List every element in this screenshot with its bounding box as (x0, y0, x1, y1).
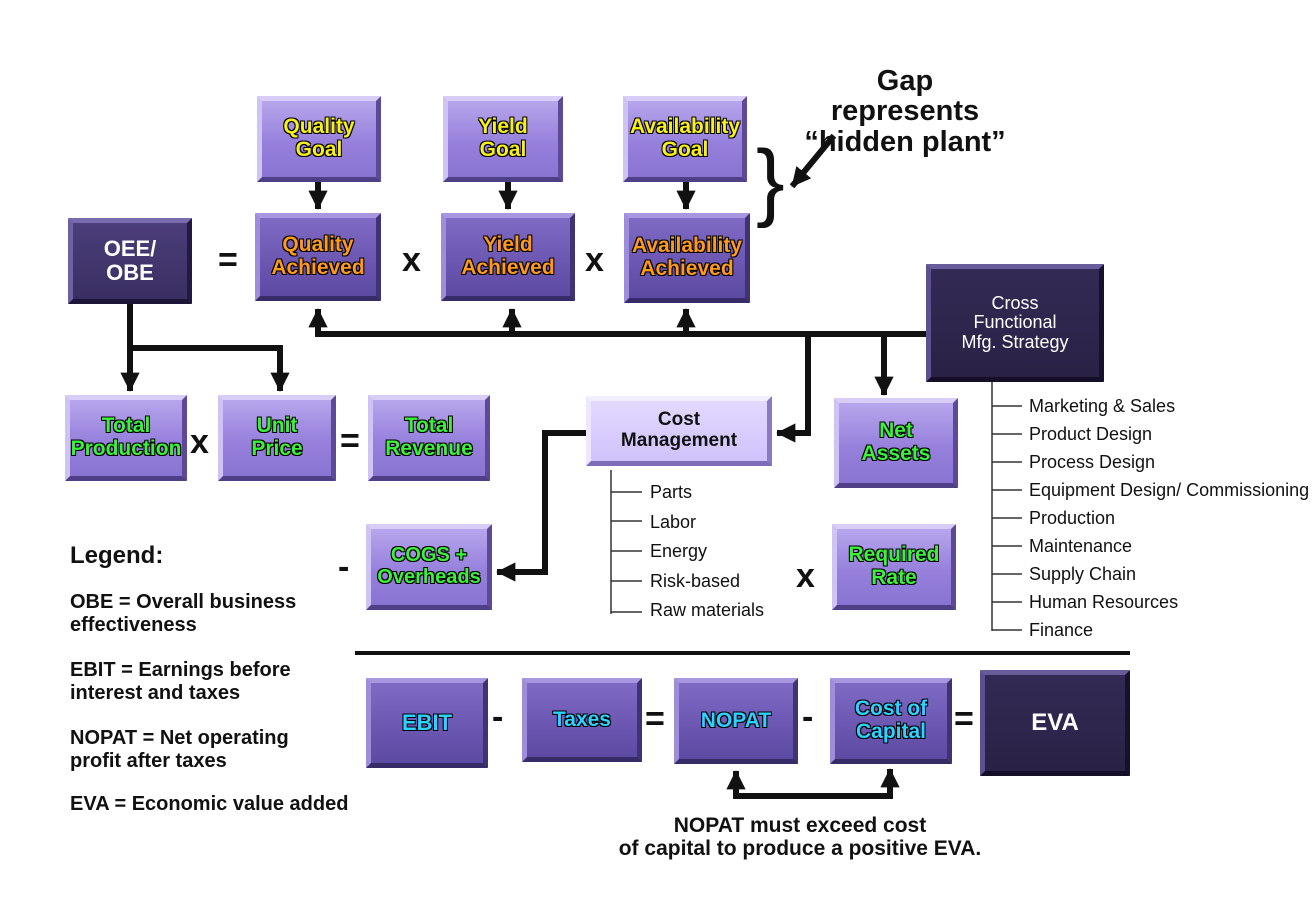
list-item: Marketing & Sales (1029, 396, 1176, 416)
list-item: Equipment Design/ Commissioning (1029, 480, 1310, 500)
arrow-to-cogs (496, 430, 591, 582)
nopat-box: NOPAT (674, 678, 798, 764)
bracket-nopat-cost-of-capital-left (726, 770, 893, 799)
list-item: Process Design (1029, 452, 1156, 472)
strategy-items-list: Marketing & Sales Product Design Process… (1029, 392, 1309, 644)
legend-item: NOPAT = Net operating profit after taxes (70, 727, 289, 772)
legend-item: OBE = Overall business effectiveness (70, 591, 297, 636)
times-operator: x (190, 423, 209, 461)
arrow-to-unit-price (127, 345, 290, 392)
gap-brace: } (756, 133, 785, 229)
cost-items-list: Parts Labor Energy Risk-based Raw materi… (650, 478, 764, 626)
legend-item: EBIT = Earnings before interest and taxe… (70, 659, 291, 704)
list-item: Labor (650, 511, 697, 532)
eva-box: EVA (980, 670, 1130, 776)
cost-of-capital-box: Cost of Capital (830, 678, 952, 764)
list-item: Product Design (1029, 424, 1153, 444)
times-operator: x (796, 557, 815, 595)
times-operator: x (585, 241, 604, 279)
yield-goal-box: Yield Goal (443, 96, 563, 182)
list-item: Risk-based (650, 570, 741, 591)
legend-item: EVA = Economic value added (70, 793, 349, 815)
quality-goal-box: Quality Goal (257, 96, 381, 182)
times-operator: x (402, 241, 421, 279)
list-item: Parts (650, 482, 693, 502)
availability-achieved-box: Availability Achieved (624, 213, 750, 303)
arrow-to-cost-management (776, 331, 811, 443)
net-assets-box: Net Assets (834, 398, 958, 488)
required-rate-box: Required Rate (832, 524, 956, 610)
list-item: Maintenance (1029, 536, 1133, 556)
equals-operator: = (645, 700, 665, 738)
minus-operator: - (338, 548, 350, 586)
cross-functional-strategy-box: Cross Functional Mfg. Strategy (926, 264, 1104, 382)
unit-price-box: Unit Price (218, 395, 336, 481)
taxes-box: Taxes (522, 678, 642, 762)
gap-note: Gap represents “hidden plant” (804, 65, 1006, 158)
equals-operator: = (218, 241, 238, 279)
availability-goal-box: Availability Goal (623, 96, 747, 182)
cost-items-tree (610, 470, 642, 614)
total-production-box: Total Production (65, 395, 187, 481)
cost-management-box: Cost Management (586, 396, 772, 466)
oee-obe-box: OEE/ OBE (68, 218, 192, 304)
gap-arrow (789, 133, 837, 189)
equals-operator: = (954, 700, 974, 738)
list-item: Supply Chain (1029, 564, 1137, 584)
minus-operator: - (802, 698, 814, 736)
list-item: Human Resources (1029, 592, 1179, 612)
yield-achieved-box: Yield Achieved (441, 213, 575, 301)
list-item: Finance (1029, 620, 1094, 640)
ebit-box: EBIT (366, 678, 488, 768)
strategy-items-tree (991, 382, 1022, 631)
cogs-overheads-box: COGS + Overheads (366, 524, 492, 610)
legend-title: Legend: (70, 542, 164, 569)
minus-operator: - (492, 698, 504, 736)
equals-operator: = (340, 422, 360, 460)
list-item: Energy (650, 541, 708, 561)
footnote: NOPAT must exceed cost of capital to pro… (618, 814, 982, 861)
quality-achieved-box: Quality Achieved (255, 213, 381, 301)
total-revenue-box: Total Revenue (368, 395, 490, 481)
list-item: Raw materials (650, 600, 765, 620)
list-item: Production (1029, 508, 1116, 528)
